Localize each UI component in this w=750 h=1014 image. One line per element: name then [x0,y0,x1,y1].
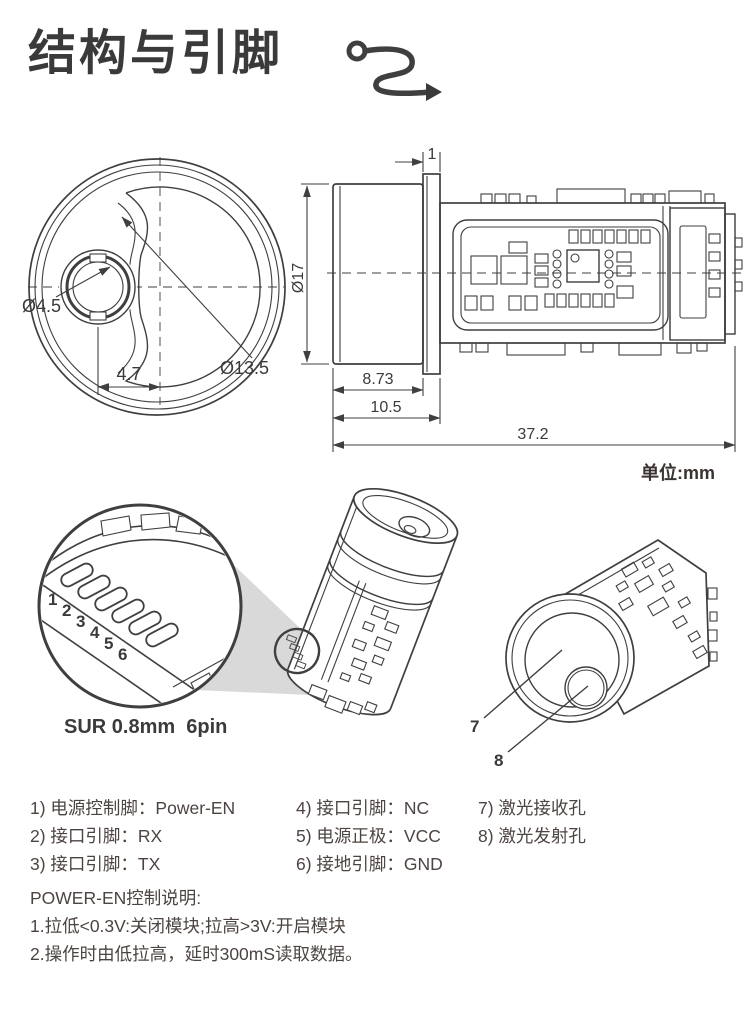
dim-hole: Ø4.5 [22,296,61,316]
pin-list-column-2: 4) 接口引脚：NC 5) 电源正极：VCC 6) 接地引脚：GND [296,794,443,878]
pin-number-5: 5 [104,634,113,653]
pin-desc-5: 5) 电源正极：VCC [296,826,441,846]
pin-desc-2: 2) 接口引脚：RX [30,826,163,846]
module-3d-tilted [273,487,459,716]
notes-line-2: 2.操作时由低拉高，延时300mS读取数据。 [30,944,363,964]
pin-desc-4: 4) 接口引脚：NC [296,798,430,818]
front-view-drawing: Ø13.5 Ø4.5 4.7 [22,157,286,416]
callout-emitter: 8 [494,751,503,770]
pin-desc-8: 8) 激光发射孔 [478,826,586,846]
module-3d-front: 7 8 [470,538,718,770]
pin-desc-3: 3) 接口引脚：TX [30,854,161,874]
power-en-notes: POWER-EN控制说明: 1.拉低<0.3V:关闭模块;拉高>3V:开启模块 … [30,884,363,968]
side-view-drawing: 1 Ø17 8.73 10.5 37.2 [290,146,743,452]
dim-barrel-len: 8.73 [362,371,393,388]
connector-label: SUR 0.8mm 6pin [64,716,228,738]
dim-total-len: 37.2 [517,426,548,443]
pin-detail-magnifier: 1 2 3 4 5 6 [37,503,243,709]
dim-offset: 4.7 [116,364,141,384]
dim-cavity: Ø13.5 [220,358,269,378]
pin-number-6: 6 [118,645,127,664]
pin-number-2: 2 [62,601,71,620]
pin-number-3: 3 [76,612,85,631]
dim-body-dia: Ø17 [290,263,307,293]
pin-list-column-1: 1) 电源控制脚：Power-EN 2) 接口引脚：RX 3) 接口引脚：TX [30,794,235,878]
pin-list-column-3: 7) 激光接收孔 8) 激光发射孔 [478,794,586,850]
unit-label: 单位:mm [641,463,716,483]
page-title: 结构与引脚 [28,27,284,80]
pin-desc-7: 7) 激光接收孔 [478,798,586,818]
notes-heading: POWER-EN控制说明: [30,888,202,908]
dim-front-len: 10.5 [370,399,401,416]
pin-desc-6: 6) 接地引脚：GND [296,854,443,874]
notes-line-1: 1.拉低<0.3V:关闭模块;拉高>3V:开启模块 [30,916,346,936]
callout-receiver: 7 [470,717,479,736]
pin-number-4: 4 [90,623,100,642]
squiggle-arrow-icon [346,40,442,101]
pin-number-1: 1 [48,590,57,609]
pin-desc-1: 1) 电源控制脚：Power-EN [30,798,236,818]
dim-flange: 1 [428,146,437,163]
